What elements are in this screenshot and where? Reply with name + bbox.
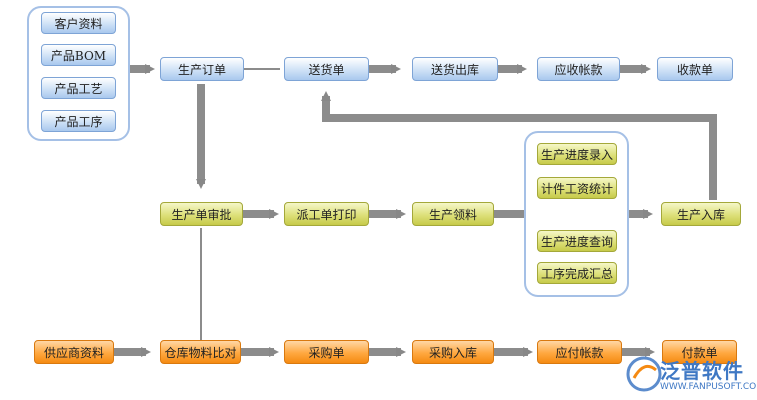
- node-production-warehousing[interactable]: 生产入库: [661, 202, 741, 226]
- arrow-warehousing-to-delivery: [321, 91, 717, 200]
- node-warehouse-compare[interactable]: 仓库物料比对: [160, 340, 241, 364]
- node-accounts-payable[interactable]: 应付帐款: [537, 340, 622, 364]
- node-product-process[interactable]: 产品工艺: [41, 77, 116, 99]
- node-order-approval[interactable]: 生产单审批: [160, 202, 243, 226]
- node-material-requisition[interactable]: 生产领料: [412, 202, 494, 226]
- node-accounts-receivable[interactable]: 应收帐款: [537, 57, 620, 81]
- node-customer-info[interactable]: 客户资料: [41, 12, 116, 34]
- watermark-text: 泛普软件: [660, 359, 744, 383]
- node-dispatch-print[interactable]: 派工单打印: [284, 202, 369, 226]
- node-purchase-order[interactable]: 采购单: [284, 340, 369, 364]
- fanpu-logo-icon: [626, 356, 662, 392]
- node-production-order[interactable]: 生产订单: [160, 57, 244, 81]
- node-procedure-summary[interactable]: 工序完成汇总: [537, 262, 617, 284]
- node-product-procedure[interactable]: 产品工序: [41, 110, 116, 132]
- node-receipt[interactable]: 收款单: [657, 57, 733, 81]
- node-piecework-wage[interactable]: 计件工资统计: [537, 177, 617, 199]
- node-progress-query[interactable]: 生产进度查询: [537, 230, 617, 252]
- node-progress-entry[interactable]: 生产进度录入: [537, 143, 617, 165]
- node-product-bom[interactable]: 产品BOM: [41, 44, 116, 66]
- node-purchase-inbound[interactable]: 采购入库: [412, 340, 494, 364]
- node-delivery-outbound[interactable]: 送货出库: [412, 57, 498, 81]
- node-payment[interactable]: 付款单: [662, 340, 737, 364]
- watermark-url: WWW.FANPUSOFT.COM: [660, 382, 757, 392]
- node-delivery-note[interactable]: 送货单: [284, 57, 369, 81]
- node-supplier-info[interactable]: 供应商资料: [34, 340, 114, 364]
